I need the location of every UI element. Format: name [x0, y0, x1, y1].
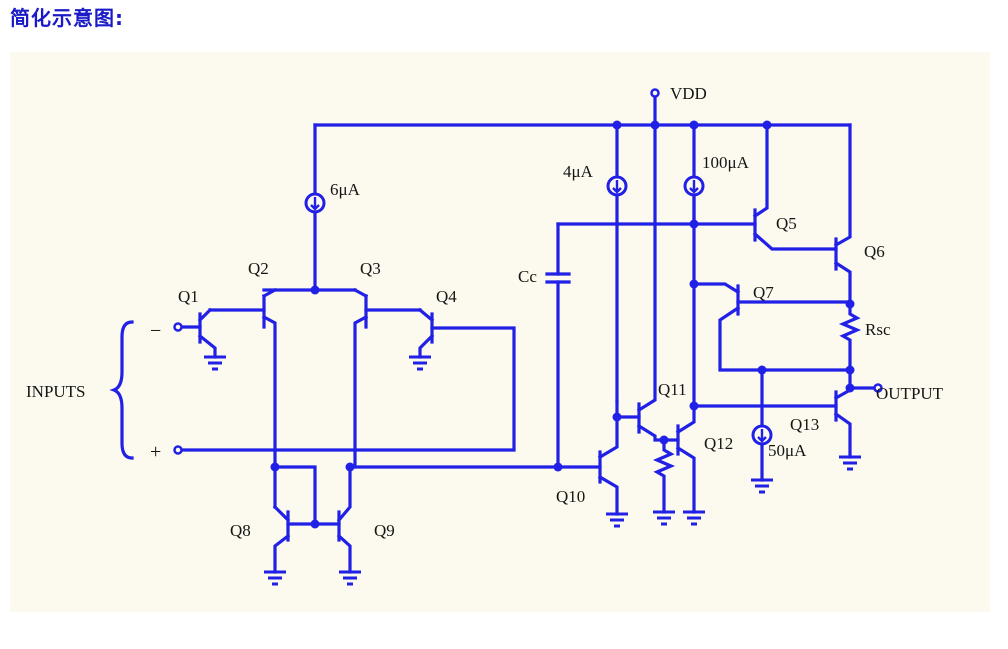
- q1-label: Q1: [178, 287, 199, 306]
- q3-label: Q3: [360, 259, 381, 278]
- resistor-rsc: [838, 302, 883, 393]
- circuit-svg: VDD 6μA 4μA 100μA 50μA Cc Rsc INPUTS OUT…: [26, 84, 944, 586]
- current-4ua-label: 4μA: [563, 162, 594, 181]
- page-title: 简化示意图:: [10, 6, 124, 30]
- plus-input-label: +: [150, 441, 161, 463]
- transistor-q11: [636, 123, 680, 526]
- current-50ua-label: 50μA: [768, 441, 807, 460]
- q10-label: Q10: [556, 487, 585, 506]
- transistor-q4: [173, 307, 516, 455]
- transistor-q12: [675, 175, 707, 526]
- inputs-label: INPUTS: [26, 382, 86, 401]
- current-source-4ua: [606, 123, 641, 422]
- inputs-brace: [109, 320, 134, 460]
- q13-label: Q13: [790, 415, 819, 434]
- cc-label: Cc: [518, 267, 537, 286]
- current-source-50ua: [749, 368, 775, 494]
- q11-label: Q11: [658, 380, 687, 399]
- vdd-label: VDD: [670, 84, 707, 103]
- transistor-q2: [208, 287, 278, 469]
- rsc-label: Rsc: [865, 320, 891, 339]
- transistor-q3: [352, 287, 422, 469]
- transistor-q8: [262, 462, 341, 586]
- tail-current-source: [262, 123, 357, 295]
- minus-input-label: −: [150, 320, 161, 342]
- current-source-100ua: [683, 123, 705, 226]
- current-100ua-label: 100μA: [702, 153, 750, 172]
- q2-label: Q2: [248, 259, 269, 278]
- transistor-q13: [692, 387, 863, 471]
- transistor-q7: [692, 282, 855, 375]
- output-label: OUTPUT: [876, 384, 944, 403]
- q12-label: Q12: [704, 434, 733, 453]
- capacitor-cc: [545, 219, 757, 472]
- q9-label: Q9: [374, 521, 395, 540]
- q5-label: Q5: [776, 214, 797, 233]
- q8-label: Q8: [230, 521, 251, 540]
- transistor-q5: [752, 123, 838, 251]
- q4-label: Q4: [436, 287, 457, 306]
- q6-label: Q6: [864, 242, 885, 261]
- vdd-rail: [313, 88, 852, 130]
- transistor-q1: [173, 307, 228, 371]
- transistor-q6: [833, 123, 855, 309]
- circuit-diagram: VDD 6μA 4μA 100μA 50μA Cc Rsc INPUTS OUT…: [10, 52, 990, 612]
- current-6ua-label: 6μA: [330, 180, 361, 199]
- q7-label: Q7: [753, 283, 774, 302]
